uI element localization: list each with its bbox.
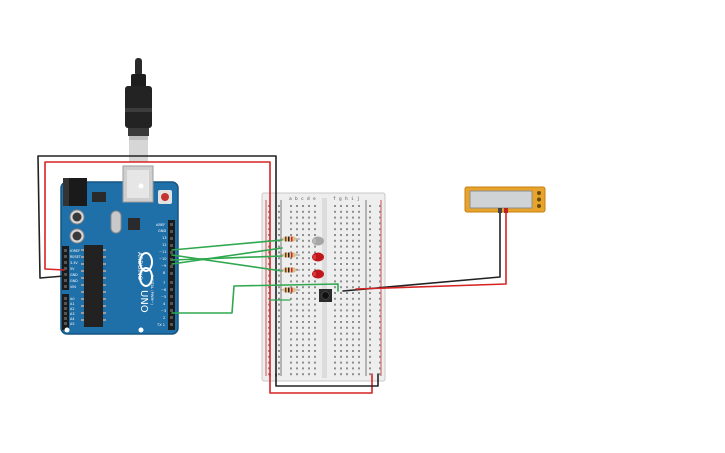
label-a1: A1 xyxy=(70,302,74,306)
wire-green-pin10[interactable] xyxy=(171,247,283,265)
atmega-chip xyxy=(84,245,103,327)
wire-black-piezo[interactable] xyxy=(342,211,501,292)
label-pin9: ~9 xyxy=(161,264,167,268)
bb-col-g: g xyxy=(339,197,342,202)
label-a3: A3 xyxy=(70,312,74,316)
label-pin3: ~3 xyxy=(161,309,166,313)
label-a5: A5 xyxy=(70,322,74,326)
label-gnd-power-1: GND xyxy=(70,273,78,277)
arduino-model-text: UNO xyxy=(138,290,149,313)
usb-cable[interactable] xyxy=(125,58,152,162)
label-reset: RESET xyxy=(70,255,82,259)
wire-green-pin11[interactable] xyxy=(171,255,283,261)
bb-col-c: c xyxy=(301,197,304,202)
label-pin10: ~10 xyxy=(159,257,167,261)
led-grey[interactable] xyxy=(312,236,324,246)
label-pin4: 4 xyxy=(163,302,166,306)
label-pin11: ~11 xyxy=(159,250,167,254)
label-digital: DIGITAL (PWM~) xyxy=(150,275,154,305)
label-3v3: 3.3V xyxy=(70,261,78,265)
label-gnd: GND xyxy=(158,229,166,233)
label-pin2: 2 xyxy=(163,316,165,320)
label-a0: A0 xyxy=(70,297,74,301)
piezo-buzzer[interactable] xyxy=(464,186,546,213)
wire-red-5v-to-rail[interactable] xyxy=(44,161,271,377)
label-aref: AREF xyxy=(156,223,165,227)
wire-red-bottom-rail-jumper[interactable] xyxy=(269,373,373,394)
resistor-2[interactable] xyxy=(280,252,300,258)
led-red-2[interactable] xyxy=(312,269,324,279)
label-tx: TX 1 xyxy=(156,323,165,327)
breadboard-holes xyxy=(268,205,381,376)
label-pin7: 7 xyxy=(163,281,165,285)
label-pin6: ~6 xyxy=(161,288,167,292)
label-pin13: 13 xyxy=(162,236,167,240)
bb-col-b: b xyxy=(295,196,298,202)
label-ioref: IOREF xyxy=(70,249,80,253)
label-pin8: 8 xyxy=(163,271,166,275)
push-button[interactable] xyxy=(319,289,332,302)
label-vin: VIN xyxy=(70,285,76,289)
resistor-1[interactable] xyxy=(280,236,300,242)
label-gnd-power-2: GND xyxy=(70,279,78,283)
bb-col-i: i xyxy=(351,196,354,202)
resistor-3[interactable] xyxy=(280,267,300,273)
wire-red-piezo[interactable] xyxy=(355,211,507,290)
wire-green-pin12[interactable] xyxy=(171,254,283,272)
arduino-logo-text: ARDUINO xyxy=(136,252,143,281)
wire-black-gnd-to-rail[interactable] xyxy=(37,155,277,377)
label-a2: A2 xyxy=(70,307,74,311)
wire-green-button[interactable] xyxy=(171,283,339,314)
crystal-oscillator xyxy=(110,210,122,234)
label-a4: A4 xyxy=(70,317,74,321)
label-5v: 5V xyxy=(70,267,75,271)
wire-black-bottom-rail-jumper[interactable] xyxy=(275,373,379,387)
bb-col-h: h xyxy=(345,196,348,202)
resistor-4[interactable] xyxy=(280,287,300,293)
wire-green-pin13[interactable] xyxy=(171,239,283,251)
bb-col-d: d xyxy=(307,196,310,202)
arduino-logo xyxy=(139,252,153,287)
arduino-uno-board[interactable]: ARDUINO UNO AREF GND 13 12 ~11 ~10 ~9 8 … xyxy=(60,165,179,335)
led-red-1[interactable] xyxy=(312,252,324,262)
bb-col-f: f xyxy=(333,196,336,202)
bb-col-a: a xyxy=(289,197,292,202)
label-pin5: ~5 xyxy=(161,295,166,299)
breadboard[interactable]: a b c d e f g h i j xyxy=(261,192,386,382)
bb-col-j: j xyxy=(357,196,360,202)
label-pin12: 12 xyxy=(162,243,167,247)
bb-col-e: e xyxy=(313,197,316,202)
